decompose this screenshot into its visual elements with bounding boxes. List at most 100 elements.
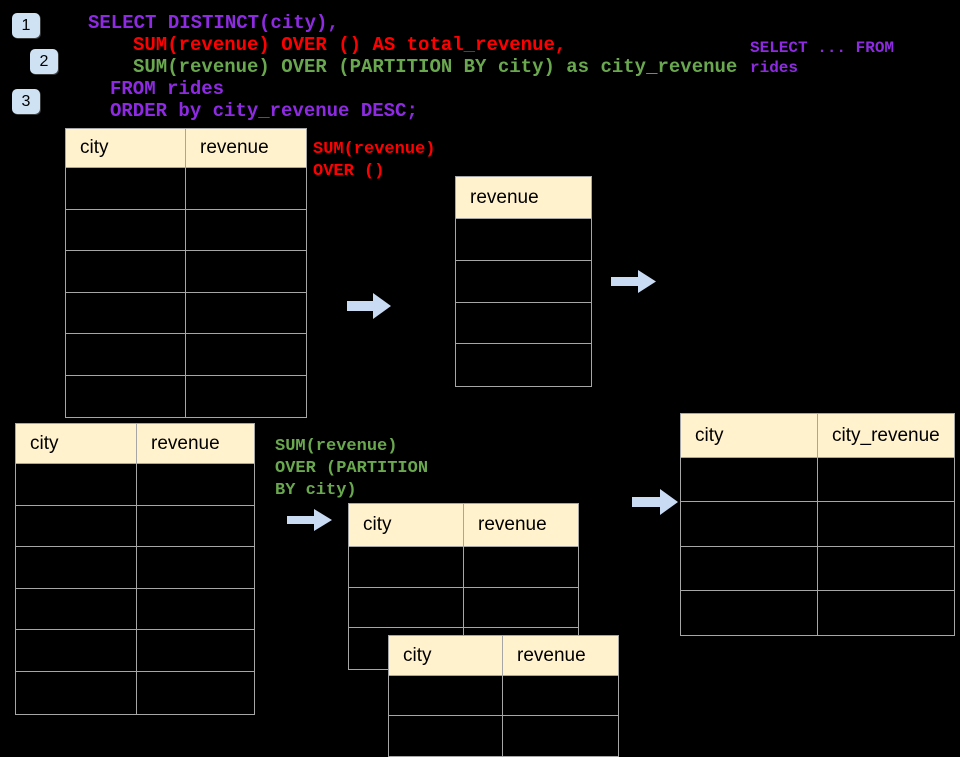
table-row [16,671,254,714]
column-header: city [66,129,186,168]
annotation-total-line2: OVER () [313,162,385,181]
empty-cell [503,676,618,716]
annotation-partition-line1: SUM(revenue) [275,437,398,456]
empty-cell [137,671,254,714]
empty-cell [137,505,254,548]
empty-cell [681,546,818,591]
empty-cell [186,334,306,376]
empty-cell [137,630,254,672]
empty-cell [66,251,186,293]
empty-cell [66,292,186,334]
empty-cell [503,716,618,756]
sql-line-total: SUM(revenue) OVER () AS total_revenue, [133,34,567,56]
empty-cell [16,547,137,589]
step-badge-3: 3 [12,89,40,114]
empty-cell [456,344,591,387]
empty-cell [464,547,578,588]
arrow-right-icon [632,489,678,515]
empty-cell [349,547,464,588]
table-row [66,168,306,210]
empty-cell [16,588,137,631]
step-badge-1: 1 [12,13,40,38]
empty-cell [456,219,591,261]
empty-cell [137,588,254,631]
arrow-right-icon [347,293,391,319]
column-header: revenue [186,129,306,168]
empty-cell [137,464,254,506]
table-row [349,547,578,588]
table-total-revenue-result: revenue [455,176,592,388]
empty-cell [16,464,137,506]
table-row [456,302,591,345]
sql-line-select: SELECT DISTINCT(city), [88,12,339,34]
table-row [456,260,591,303]
empty-cell [16,630,137,672]
column-header: city [349,504,464,547]
empty-cell [66,375,186,417]
table-header-row: revenue [456,177,591,219]
empty-cell [66,334,186,376]
table-row [16,588,254,631]
annotation-partition-line2: OVER (PARTITION [275,459,429,478]
empty-cell [186,251,306,293]
empty-cell [818,458,954,503]
empty-cell [456,302,591,345]
annotation-partition-line3: BY city) [275,481,357,500]
table-row [681,590,954,636]
table-row [349,587,578,629]
table-row [66,292,306,334]
empty-cell [137,547,254,589]
empty-cell [186,292,306,334]
empty-cell [16,505,137,548]
table-row [16,464,254,506]
empty-cell [389,716,503,756]
column-header: city [389,636,503,676]
table-row [16,630,254,672]
empty-cell [681,458,818,503]
arrow-right-icon [611,270,656,293]
column-header: revenue [137,424,254,464]
sql-line-partition: SUM(revenue) OVER (PARTITION BY city) as… [133,56,738,78]
table-row [389,716,618,756]
column-header: revenue [503,636,618,676]
empty-cell [66,168,186,210]
empty-cell [681,502,818,547]
column-header: city [16,424,137,464]
column-header: revenue [456,177,591,219]
annotation-total-line1: SUM(revenue) [313,140,436,159]
column-header: city_revenue [818,414,954,458]
empty-cell [464,587,578,629]
empty-cell [16,671,137,714]
table-row [681,458,954,503]
table-row [681,546,954,591]
empty-cell [456,260,591,303]
side-note-line1: SELECT ... FROM [750,39,895,57]
sql-line-order: ORDER by city_revenue DESC; [110,100,418,122]
slide-canvas: { "steps": { "one": "1", "two": "2", "th… [12,12,955,757]
empty-cell [186,209,306,251]
table-row [456,344,591,387]
column-header: revenue [464,504,578,547]
table-row [66,375,306,417]
table-row [66,209,306,251]
arrow-right-icon [287,509,332,531]
empty-cell [818,546,954,591]
table-row [389,676,618,716]
empty-cell [818,502,954,547]
empty-cell [389,676,503,716]
empty-cell [349,587,464,629]
table-row [66,251,306,293]
table-row [66,334,306,376]
empty-cell [681,590,818,636]
sql-line-from: FROM rides [110,78,225,100]
step-badge-2: 2 [30,49,58,74]
table-row [16,505,254,548]
